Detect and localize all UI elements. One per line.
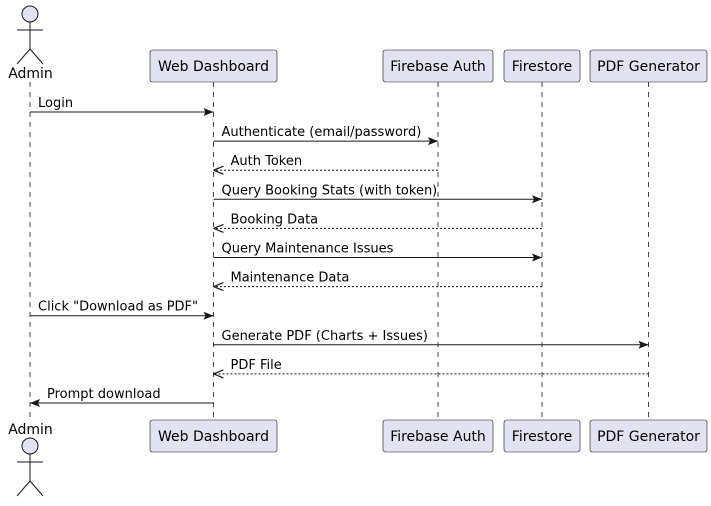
message-6: Query Maintenance Issues bbox=[213, 242, 542, 262]
participant-label: Firestore bbox=[512, 59, 572, 75]
participant-label: PDF Generator bbox=[597, 429, 700, 445]
participant-box bbox=[382, 419, 494, 453]
participant-store-bottom: Firestore bbox=[503, 419, 581, 453]
message-label: Click "Download as PDF" bbox=[38, 300, 198, 315]
message-3: Auth Token bbox=[213, 154, 438, 170]
message-label: Maintenance Data bbox=[231, 271, 350, 286]
message-label: Auth Token bbox=[231, 154, 303, 169]
participant-label: Web Dashboard bbox=[158, 59, 269, 75]
message-8: Click "Download as PDF" bbox=[30, 300, 214, 320]
actor-head-icon bbox=[21, 437, 39, 455]
participant-box bbox=[149, 49, 278, 83]
message-5: Booking Data bbox=[213, 212, 542, 228]
actor-leg-right bbox=[29, 48, 44, 65]
message-4: Query Booking Stats (with token) bbox=[213, 183, 542, 204]
message-9: Generate PDF (Charts + Issues) bbox=[213, 329, 649, 349]
actor-leg-left bbox=[16, 48, 31, 65]
message-11: Prompt download bbox=[30, 387, 214, 407]
message-10: PDF File bbox=[213, 358, 649, 374]
message-label: PDF File bbox=[231, 358, 282, 373]
participant-pdf-top: PDF Generator bbox=[589, 49, 708, 83]
actor-head-icon bbox=[21, 5, 39, 23]
participant-web-bottom: Web Dashboard bbox=[149, 419, 278, 453]
participant-auth-bottom: Firebase Auth bbox=[382, 419, 494, 453]
participant-box bbox=[589, 419, 708, 453]
message-2: Authenticate (email/password) bbox=[213, 125, 438, 146]
message-label: Query Maintenance Issues bbox=[222, 242, 394, 257]
participant-box bbox=[503, 419, 581, 453]
message-label: Authenticate (email/password) bbox=[222, 125, 422, 140]
message-label: Prompt download bbox=[47, 387, 161, 402]
actor-label: Admin bbox=[8, 422, 53, 438]
actor-label: Admin bbox=[8, 66, 53, 82]
message-label: Booking Data bbox=[231, 212, 319, 227]
message-1: Login bbox=[30, 96, 214, 116]
participant-label: Firebase Auth bbox=[390, 429, 486, 445]
participant-label: Firestore bbox=[512, 429, 572, 445]
participant-box bbox=[589, 49, 708, 83]
participant-pdf-bottom: PDF Generator bbox=[589, 419, 708, 453]
actor-leg-right bbox=[29, 480, 44, 497]
participant-store-top: Firestore bbox=[503, 49, 581, 83]
participant-auth-top: Firebase Auth bbox=[382, 49, 494, 83]
message-label: Login bbox=[38, 96, 73, 111]
participant-box bbox=[149, 419, 278, 453]
actor-leg-left bbox=[16, 480, 31, 497]
participant-label: PDF Generator bbox=[597, 59, 700, 75]
participant-label: Web Dashboard bbox=[158, 429, 269, 445]
message-7: Maintenance Data bbox=[213, 271, 542, 287]
participant-label: Firebase Auth bbox=[390, 59, 486, 75]
participant-box bbox=[382, 49, 494, 83]
message-label: Query Booking Stats (with token) bbox=[222, 183, 438, 198]
actor-admin-top: Admin bbox=[8, 5, 53, 82]
message-label: Generate PDF (Charts + Issues) bbox=[222, 329, 429, 344]
participant-box bbox=[503, 49, 581, 83]
participant-web-top: Web Dashboard bbox=[149, 49, 278, 83]
actor-admin-bottom: Admin bbox=[8, 422, 53, 497]
